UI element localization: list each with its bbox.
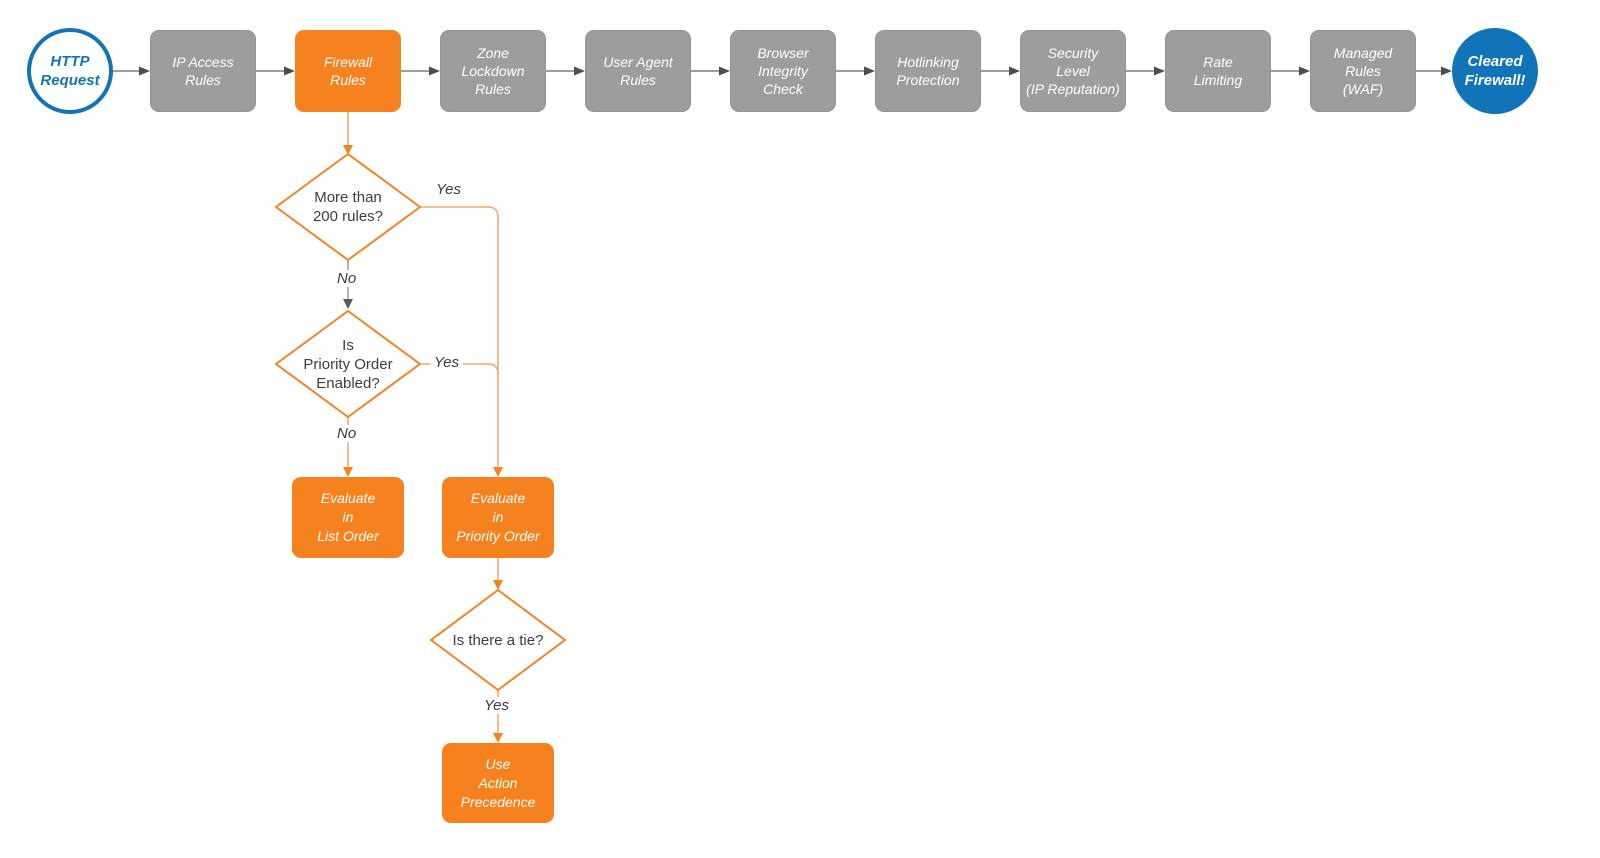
stage-ip-access-rules: IP Access Rules (150, 30, 256, 112)
start-node-http-request: HTTP Request (27, 28, 113, 114)
action-evaluate-list-order: Evaluate in List Order (292, 477, 404, 558)
action-use-action-precedence: Use Action Precedence (442, 743, 554, 823)
stage-managed-rules-waf: Managed Rules (WAF) (1310, 30, 1416, 112)
decision-tie-label: Is there a tie? (452, 631, 544, 649)
pipeline-arrows (113, 66, 1452, 76)
stage-zone-lockdown-rules: Zone Lockdown Rules (440, 30, 546, 112)
edge-label-yes-1: Yes (432, 181, 466, 198)
stage-browser-integrity-check: Browser Integrity Check (730, 30, 836, 112)
decision-more-than-200-shape (275, 153, 421, 261)
decision-priority-enabled-shape (275, 310, 421, 418)
action-evaluate-priority-order: Evaluate in Priority Order (442, 477, 554, 558)
end-node-cleared-firewall: Cleared Firewall! (1452, 28, 1538, 114)
decision-tie-shape (430, 589, 566, 691)
stage-user-agent-rules: User Agent Rules (585, 30, 691, 112)
edge-label-yes-2: Yes (430, 354, 464, 371)
stage-hotlinking-protection: Hotlinking Protection (875, 30, 981, 112)
stage-firewall-rules: Firewall Rules (295, 30, 401, 112)
edge-label-yes-3: Yes (480, 697, 514, 714)
stage-security-level: Security Level (IP Reputation) (1020, 30, 1126, 112)
edge-label-no-1: No (333, 270, 361, 287)
decision-more-than-200-label: More than 200 rules? (312, 189, 384, 225)
decision-arrows (343, 112, 503, 743)
edge-label-no-2: No (333, 425, 361, 442)
decision-priority-enabled-label: Is Priority Order Enabled? (303, 336, 393, 392)
stage-rate-limiting: Rate Limiting (1165, 30, 1271, 112)
